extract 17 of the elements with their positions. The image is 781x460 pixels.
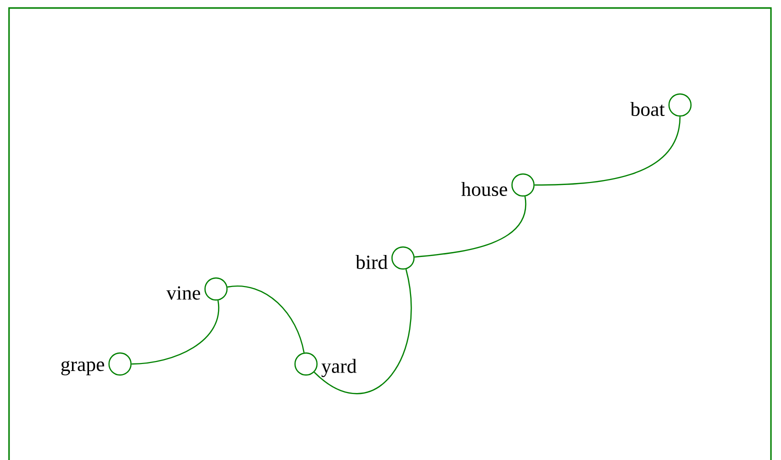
node-label: grape — [61, 360, 104, 376]
node-label: house — [461, 182, 508, 196]
node-label: vine — [166, 286, 200, 300]
node-circle — [204, 277, 228, 301]
node-label: bird — [356, 254, 388, 270]
node-label: boat — [630, 102, 665, 116]
curved-line — [132, 300, 220, 365]
node-circle — [108, 352, 132, 376]
curved-line — [227, 286, 305, 353]
node-circle — [294, 352, 318, 376]
node-label: yard — [321, 358, 356, 378]
curved-line — [414, 196, 526, 258]
curved-line — [534, 116, 681, 186]
node-circle — [511, 173, 535, 197]
node-circle — [391, 246, 415, 270]
node-circle — [668, 93, 692, 117]
curved-line — [314, 269, 412, 394]
